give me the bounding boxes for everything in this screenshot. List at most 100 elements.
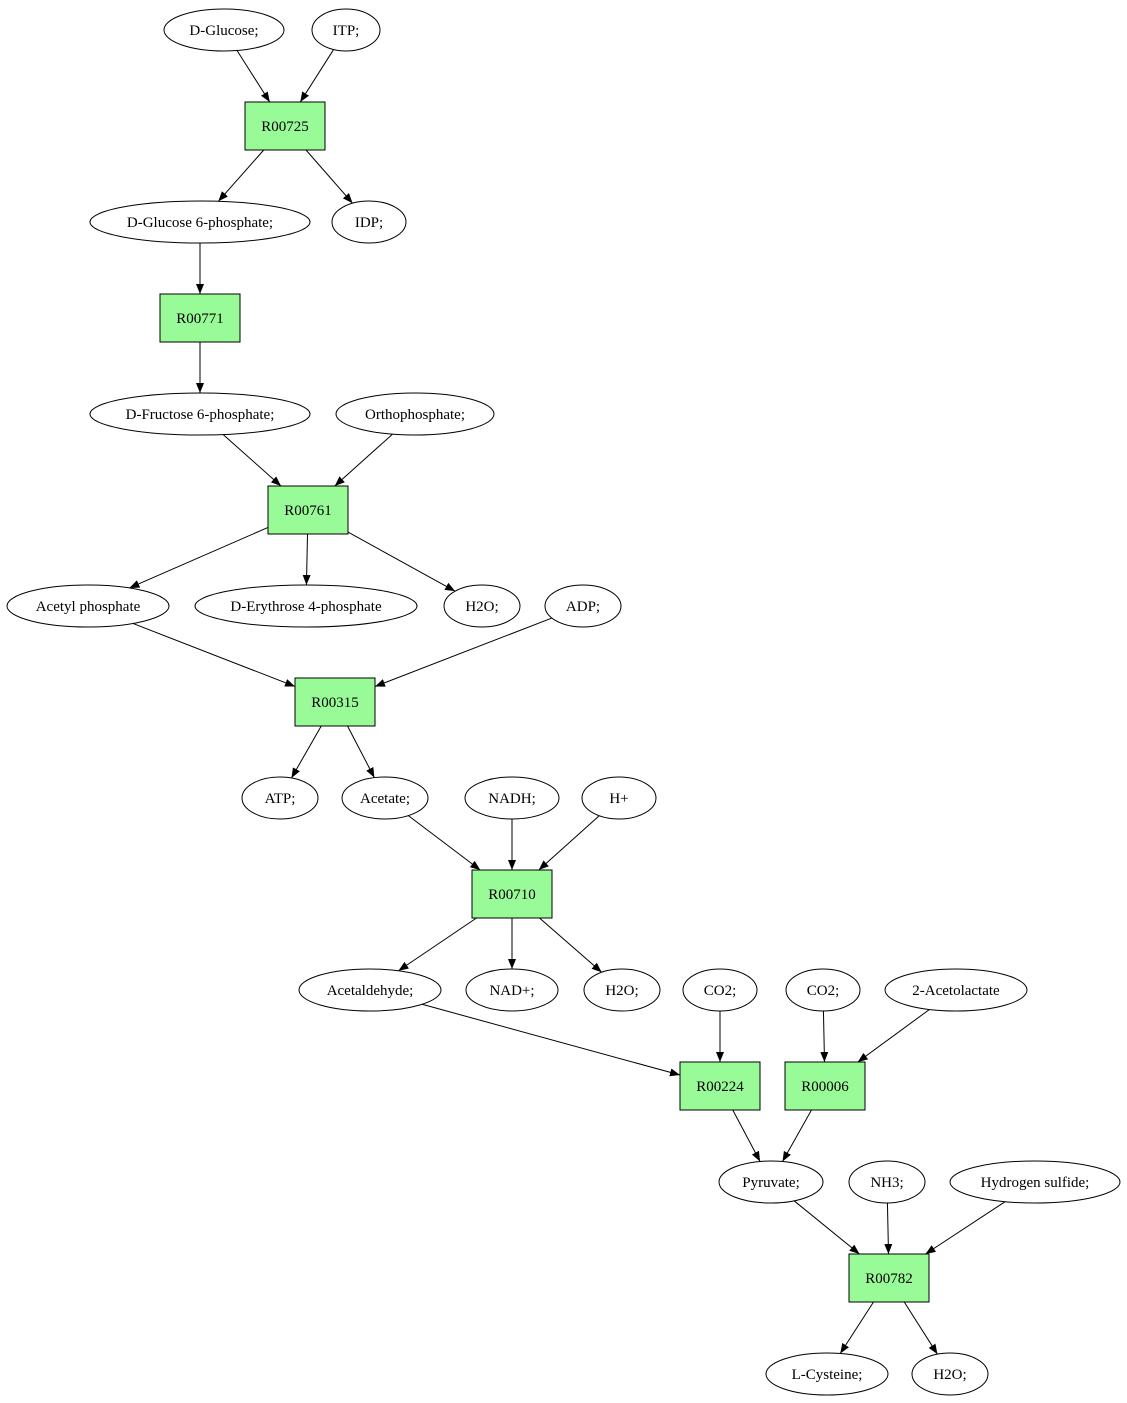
edges-layer — [129, 49, 1006, 1355]
compound-ellipse — [331, 200, 407, 244]
compound-node-h2s: Hydrogen sulfide; — [949, 1160, 1121, 1204]
node-label: R00725 — [261, 119, 309, 135]
compound-ellipse — [464, 776, 560, 820]
compound-ellipse — [335, 392, 495, 436]
compound-ellipse — [443, 584, 521, 628]
node-label: CO2; — [807, 983, 840, 999]
node-label: Acetaldehyde; — [327, 983, 414, 999]
node-label: Acetyl phosphate — [36, 599, 141, 615]
compound-node-co2-1: CO2; — [682, 968, 758, 1012]
reaction-box — [784, 1061, 866, 1111]
edge-acetyl-phosphate-to-r00315 — [132, 623, 296, 687]
compound-node-acetyl-phosphate: Acetyl phosphate — [6, 584, 170, 628]
edge-adp-to-r00315 — [374, 617, 553, 687]
edge-r00710-to-acetaldehyde — [398, 917, 477, 972]
edge-itp-to-r00725 — [299, 49, 335, 103]
compound-node-atp: ATP; — [241, 776, 319, 820]
node-label: D-Glucose; — [189, 23, 258, 39]
edge-acetate-to-r00710 — [408, 815, 481, 871]
edge-glucose-to-r00725 — [236, 50, 271, 103]
node-label: R00315 — [311, 695, 359, 711]
edge-r00710-to-h2o-2 — [539, 917, 602, 973]
compound-ellipse — [583, 968, 661, 1012]
edge-acetolactate-to-r00006 — [857, 1009, 930, 1063]
compound-node-e4p: D-Erythrose 4-phosphate — [194, 584, 418, 628]
node-label: D-Erythrose 4-phosphate — [230, 599, 382, 615]
edge-hplus-to-r00710 — [538, 815, 600, 871]
compound-ellipse — [194, 584, 418, 628]
compound-node-nh3: NH3; — [848, 1160, 926, 1204]
compound-node-pyruvate: Pyruvate; — [718, 1160, 824, 1204]
edge-pyruvate-to-r00782 — [793, 1200, 860, 1255]
node-label: Hydrogen sulfide; — [981, 1175, 1090, 1191]
node-label: D-Fructose 6-phosphate; — [126, 407, 275, 423]
compound-ellipse — [298, 968, 442, 1012]
edge-r00761-to-e4p — [302, 533, 311, 586]
edge-r00782-to-h2o-3 — [903, 1301, 938, 1355]
edge-r00761-to-acetyl-phosphate — [129, 526, 269, 589]
compound-ellipse — [581, 776, 657, 820]
compound-node-h2o-2: H2O; — [583, 968, 661, 1012]
reaction-node-r00006: R00006 — [784, 1061, 866, 1111]
compound-ellipse — [682, 968, 758, 1012]
edge-h2s-to-r00782 — [925, 1201, 1006, 1255]
node-label: Orthophosphate; — [365, 407, 465, 423]
node-label: CO2; — [704, 983, 737, 999]
reaction-node-r00725: R00725 — [244, 101, 326, 151]
node-label: H2O; — [933, 1367, 966, 1383]
edge-r00782-to-cysteine — [839, 1301, 874, 1354]
compound-node-itp: ITP; — [311, 8, 381, 52]
compound-ellipse — [544, 584, 622, 628]
node-label: 2-Acetolactate — [912, 983, 1000, 999]
node-label: R00710 — [488, 887, 536, 903]
node-label: R00761 — [284, 503, 332, 519]
edge-nh3-to-r00782 — [884, 1202, 893, 1255]
compound-node-g6p: D-Glucose 6-phosphate; — [89, 200, 311, 244]
reaction-node-r00710: R00710 — [471, 869, 553, 919]
compound-node-acetate: Acetate; — [341, 776, 429, 820]
compound-ellipse — [89, 200, 311, 244]
edge-r00315-to-atp — [291, 725, 322, 779]
compound-node-f6p: D-Fructose 6-phosphate; — [89, 392, 311, 436]
node-label: ITP; — [333, 23, 360, 39]
reaction-box — [848, 1253, 930, 1303]
compound-ellipse — [765, 1352, 889, 1396]
compound-ellipse — [848, 1160, 926, 1204]
compound-node-h2o-1: H2O; — [443, 584, 521, 628]
compound-ellipse — [949, 1160, 1121, 1204]
compound-node-nadplus: NAD+; — [465, 968, 559, 1012]
compound-node-h2o-3: H2O; — [911, 1352, 989, 1396]
compound-ellipse — [465, 968, 559, 1012]
compound-node-co2-2: CO2; — [785, 968, 861, 1012]
compound-ellipse — [911, 1352, 989, 1396]
compound-ellipse — [718, 1160, 824, 1204]
edge-r00761-to-h2o-1 — [347, 531, 456, 592]
reaction-box — [471, 869, 553, 919]
node-label: ATP; — [265, 791, 296, 807]
node-label: H2O; — [465, 599, 498, 615]
reaction-box — [244, 101, 326, 151]
reaction-box — [267, 485, 349, 535]
edge-r00725-to-idp — [305, 149, 353, 204]
compound-ellipse — [785, 968, 861, 1012]
edge-r00725-to-g6p — [217, 149, 265, 202]
reaction-node-r00771: R00771 — [159, 293, 241, 343]
edge-r00224-to-pyruvate — [732, 1109, 761, 1162]
reaction-box — [294, 677, 376, 727]
node-label: NADH; — [488, 791, 536, 807]
reaction-node-r00761: R00761 — [267, 485, 349, 535]
compound-ellipse — [241, 776, 319, 820]
compound-ellipse — [884, 968, 1028, 1012]
edge-r00006-to-pyruvate — [782, 1109, 812, 1162]
reaction-node-r00224: R00224 — [679, 1061, 761, 1111]
compound-node-adp: ADP; — [544, 584, 622, 628]
node-label: Acetate; — [360, 791, 410, 807]
node-label: R00224 — [696, 1079, 744, 1095]
reaction-box — [679, 1061, 761, 1111]
node-label: H+ — [609, 791, 628, 807]
reaction-node-r00315: R00315 — [294, 677, 376, 727]
edge-co2-2-to-r00006 — [820, 1010, 829, 1063]
compound-node-acetolactate: 2-Acetolactate — [884, 968, 1028, 1012]
